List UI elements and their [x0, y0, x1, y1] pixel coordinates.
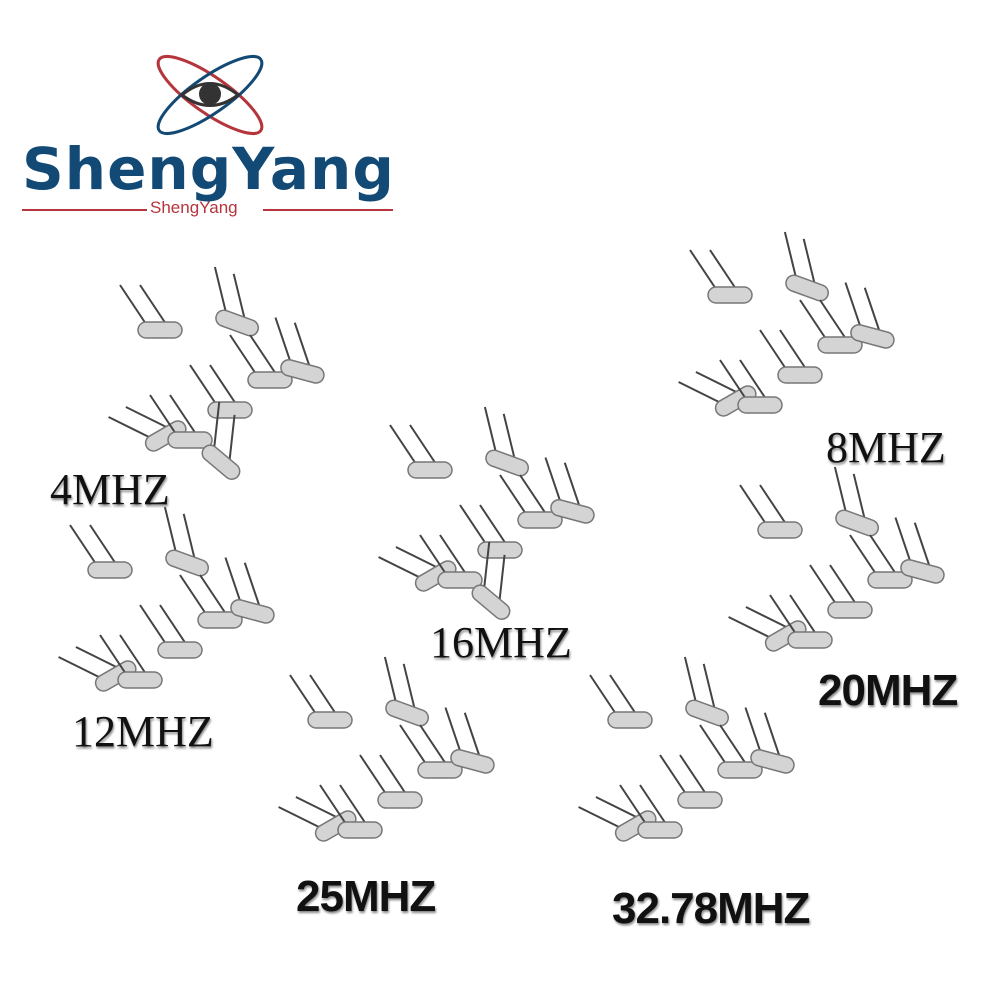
label-12mhz: 12MHZ [72, 707, 214, 756]
divider [22, 209, 147, 211]
label-32-78mhz: 32.78MHZ [612, 884, 810, 933]
brand-name: ShengYang [22, 135, 395, 203]
divider [263, 209, 393, 211]
label-20mhz: 20MHZ [818, 666, 958, 715]
brand-logo [0, 50, 420, 230]
label-16mhz: 16MHZ [430, 618, 572, 667]
label-4mhz: 4MHZ [50, 465, 170, 514]
brand-subtitle: ShengYang [150, 198, 238, 217]
label-25mhz: 25MHZ [296, 872, 436, 921]
eye-orbit-icon [156, 55, 264, 135]
label-8mhz: 8MHZ [826, 423, 946, 472]
